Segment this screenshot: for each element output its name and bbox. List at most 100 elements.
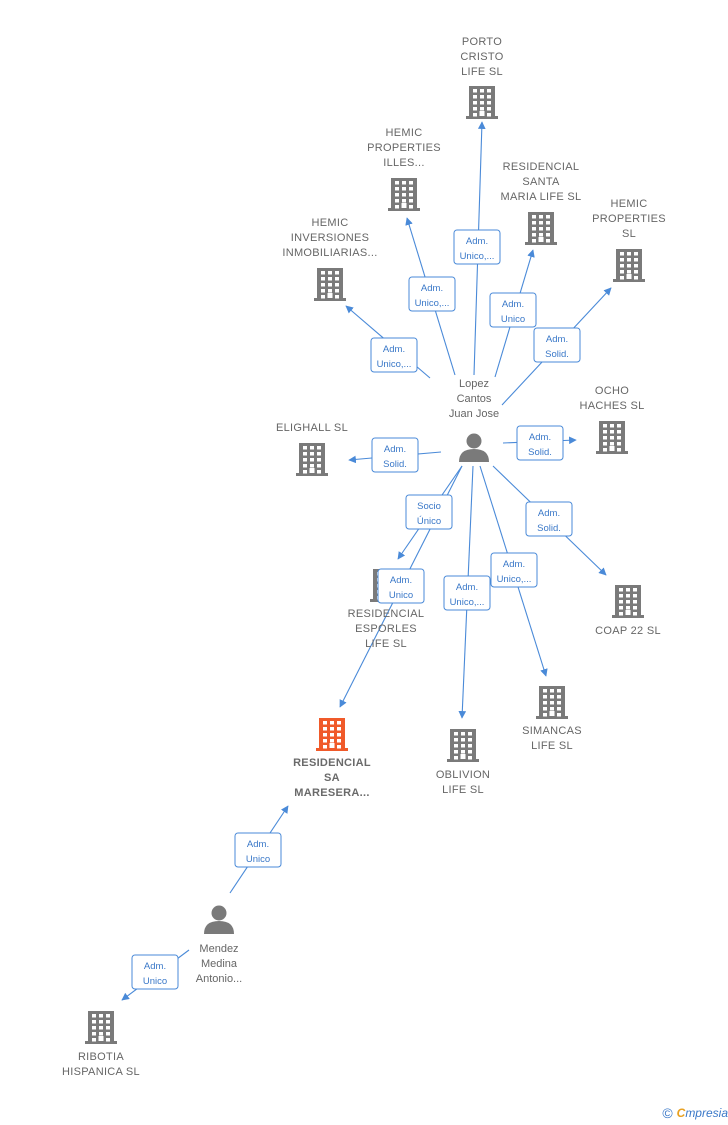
copyright-symbol: ©: [662, 1105, 673, 1121]
node-label-line: PORTO: [462, 36, 502, 48]
edge-label-text: Adm.: [538, 508, 560, 519]
node-label-line: OCHO: [595, 385, 629, 397]
edge-label-text: Unico,...: [460, 251, 495, 262]
edge-label-lopez-res_maresera[interactable]: Adm.Unico: [377, 568, 425, 604]
edge-label-text: Adm.: [529, 432, 551, 443]
edge-label-lopez-elighall[interactable]: Adm. Solid.: [371, 437, 419, 473]
node-label-line: COAP 22 SL: [595, 625, 661, 637]
node-label-line: Cantos: [457, 393, 492, 405]
company-label-hemic_inv[interactable]: HEMIC INVERSIONES INMOBILIARIAS...: [282, 217, 377, 259]
edge-label-text: Adm.: [384, 444, 406, 455]
node-label-line: RIBOTIA: [78, 1051, 124, 1063]
company-label-res_santa[interactable]: RESIDENCIAL SANTA MARIA LIFE SL: [501, 161, 582, 203]
company-label-coap[interactable]: COAP 22 SL: [595, 625, 661, 637]
company-label-simancas[interactable]: SIMANCAS LIFE SL: [522, 725, 582, 752]
node-label-line: SIMANCAS: [522, 725, 582, 737]
node-label-line: LIFE SL: [531, 740, 573, 752]
edge-label-text: Adm.: [390, 575, 412, 586]
edge-label-lopez-porto[interactable]: Adm. Unico,...: [453, 229, 501, 265]
edge-label-text: Único: [417, 516, 441, 527]
person-icon-mendez: [204, 905, 234, 934]
node-label-line: ILLES...: [383, 157, 425, 169]
person-label-mendez[interactable]: MendezMedinaAntonio...: [196, 943, 242, 985]
edge-label-lopez-ocho[interactable]: Adm. Solid.: [516, 425, 564, 461]
company-label-elighall[interactable]: ELIGHALL SL: [276, 422, 348, 434]
edge-label-text: Unico,...: [377, 359, 412, 370]
node-label-line: LIFE SL: [442, 784, 484, 796]
edge-label-text: Adm.: [247, 839, 269, 850]
node-label-line: CRISTO: [460, 51, 503, 63]
edge-label-text: Solid.: [528, 447, 552, 458]
edge-label-lopez-res_santa[interactable]: Adm. Unico: [489, 292, 537, 328]
brand-initial: C: [676, 1106, 686, 1120]
node-label-line: RESIDENCIAL: [503, 161, 580, 173]
node-label-line: INMOBILIARIAS...: [282, 247, 377, 259]
edge-label-text: Unico,...: [497, 574, 532, 585]
node-label-line: OBLIVION: [436, 769, 490, 781]
edge-label-text: Adm.: [456, 582, 478, 593]
node-label-line: Juan Jose: [449, 408, 499, 420]
edge-label-text: Unico: [246, 854, 270, 865]
node-label-line: HEMIC: [386, 127, 423, 139]
building-icon-oblivion: [447, 729, 479, 762]
building-icon-hprop_illes: [388, 178, 420, 211]
node-label-line: SL: [622, 228, 636, 240]
edge-label-text: Unico,...: [450, 597, 485, 608]
node-label-line: LIFE SL: [461, 66, 503, 78]
edge-label-text: Solid.: [545, 349, 569, 360]
node-label-line: MARIA LIFE SL: [501, 191, 582, 203]
node-label-line: HISPANICA SL: [62, 1066, 140, 1078]
edge-label-lopez-coap[interactable]: Adm. Solid.: [525, 501, 573, 537]
node-label-line: HEMIC: [312, 217, 349, 229]
node-label-line: PROPERTIES: [367, 142, 441, 154]
company-label-porto[interactable]: PORTO CRISTO LIFE SL: [460, 36, 503, 78]
edge-label-lopez-hemic_inv[interactable]: Adm. Unico,...: [370, 337, 418, 373]
brand-logo: Cmpresia: [677, 1106, 728, 1120]
nodes-layer: PORTO CRISTO LIFE SL HEMIC PROPERTIES ILLES..…: [62, 36, 666, 1078]
building-icon-elighall: [296, 443, 328, 476]
edge-label-text: Unico: [143, 976, 167, 987]
node-label-line: SANTA: [522, 176, 560, 188]
edge-label-text: Adm.: [502, 299, 524, 310]
person-icon-lopez: [459, 433, 489, 462]
edge-label-text: Adm.: [466, 236, 488, 247]
edge-label-text: Solid.: [537, 523, 561, 534]
edge-label-text: Solid.: [383, 459, 407, 470]
company-label-ribotia[interactable]: RIBOTIA HISPANICA SL: [62, 1051, 140, 1078]
edge-label-lopez-hprop_illes[interactable]: Adm.Unico,...: [408, 276, 456, 312]
edge-label-mendez-ribotia[interactable]: Adm. Unico: [131, 954, 179, 990]
brand-name: mpresia: [685, 1106, 728, 1120]
edge-label-lopez-hemic_prop[interactable]: Adm. Solid.: [533, 327, 581, 363]
edge-labels-layer: Adm.Unico,...Adm.Unico,...Adm.UnicoAdm.U…: [131, 229, 581, 990]
company-label-hprop_illes[interactable]: HEMIC PROPERTIES ILLES...: [367, 127, 441, 169]
company-label-res_maresera[interactable]: RESIDENCIALSAMARESERA...: [293, 757, 371, 799]
node-label-line: SA: [324, 772, 340, 784]
node-label-line: Antonio...: [196, 973, 242, 985]
company-label-oblivion[interactable]: OBLIVION LIFE SL: [436, 769, 490, 796]
edge-label-text: Adm.: [546, 334, 568, 345]
node-label-line: Lopez: [459, 378, 489, 390]
building-icon-res_maresera: [316, 718, 348, 751]
node-label-line: HEMIC: [611, 198, 648, 210]
building-icon-porto: [466, 86, 498, 119]
footer-brand[interactable]: © Cmpresia: [662, 1105, 728, 1121]
edge-label-lopez-simancas[interactable]: Adm.Unico,...: [490, 552, 538, 588]
edge-label-text: Adm.: [383, 344, 405, 355]
edge-label-text: Socio: [417, 501, 441, 512]
building-icon-ocho: [596, 421, 628, 454]
node-label-line: RESIDENCIAL: [348, 608, 425, 620]
building-icon-res_santa: [525, 212, 557, 245]
edge-label-mendez-res_maresera[interactable]: Adm. Unico: [234, 832, 282, 868]
building-icon-ribotia: [85, 1011, 117, 1044]
edge-label-text: Unico: [501, 314, 525, 325]
edge-label-text: Adm.: [144, 961, 166, 972]
node-label-line: INVERSIONES: [291, 232, 370, 244]
node-label-line: RESIDENCIAL: [293, 757, 371, 769]
edge-label-lopez-oblivion[interactable]: Adm. Unico,...: [443, 575, 491, 611]
